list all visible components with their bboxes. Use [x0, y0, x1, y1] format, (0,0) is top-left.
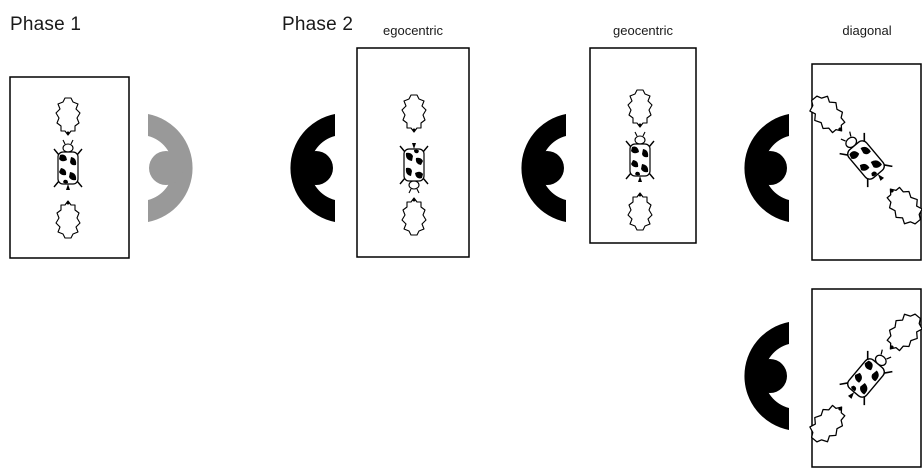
eye-icon	[290, 114, 335, 222]
geocentric-animal-column	[626, 90, 654, 230]
eye-icon	[521, 114, 566, 222]
phase-2-label: Phase 2	[282, 14, 354, 35]
eye-icon	[744, 114, 789, 222]
egocentric-label: egocentric	[383, 23, 443, 38]
geocentric-label: geocentric	[613, 23, 673, 38]
eye-icon	[744, 322, 789, 430]
eye-icon	[148, 114, 193, 222]
phase-1-animal-column	[54, 98, 82, 238]
diagonal-label: diagonal	[842, 23, 892, 38]
egocentric-animal-column	[400, 95, 428, 235]
phase-1-label: Phase 1	[10, 14, 82, 35]
